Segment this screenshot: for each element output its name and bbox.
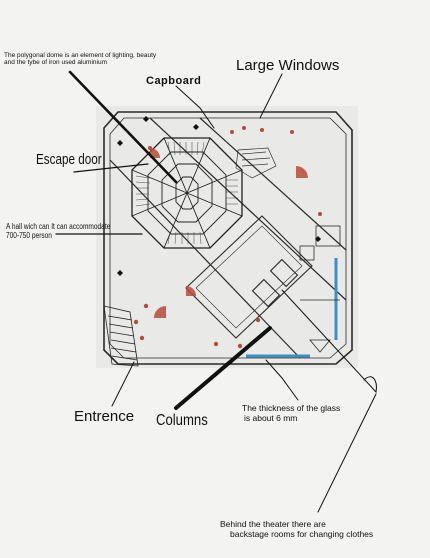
diagonal-hall-walls	[109, 117, 347, 359]
dome-annotation: The polygonal dome is an element of ligh…	[4, 52, 156, 67]
leader-backstage	[281, 289, 377, 394]
leader-capboard	[175, 85, 215, 129]
capboard-label: Capboard	[146, 75, 202, 87]
backstage-annotation: Behind the theater there are backstage r…	[220, 520, 384, 540]
dome-annotation-line1: The polygonal dome is an element of ligh…	[4, 52, 157, 59]
hall-capacity-annotation: A hall wich can It can accommodate 700-7…	[6, 222, 110, 240]
leader-windows	[259, 73, 283, 119]
polygonal-dome	[131, 137, 243, 249]
leader-backstage-lower	[317, 393, 377, 513]
escape-door-label: Escape door	[36, 151, 102, 168]
stage-block	[185, 215, 313, 339]
hall-annotation-line1: A hall wich can It can accommodate	[6, 222, 111, 231]
large-windows-label: Large Windows	[236, 57, 340, 74]
entrance-steps	[103, 305, 139, 367]
hall-annotation-line2: 700-750 person	[6, 231, 52, 241]
glass-annotation-line1: The thickness of the glass	[242, 403, 341, 413]
leader-glass	[265, 359, 299, 401]
leader-dome	[68, 70, 178, 184]
right-rooms	[299, 225, 341, 353]
backstage-annotation-line2: backstage rooms for changing clothes	[230, 528, 374, 539]
glass-thickness-annotation: The thickness of the glass is about 6 mm	[242, 403, 341, 424]
column-dots	[133, 126, 322, 349]
upper-hatched-block	[235, 147, 277, 179]
dome-annotation-line2: and the tybe of iron used aluminium	[4, 59, 107, 67]
plan-photo-background	[96, 106, 358, 368]
entrence-label: Entrence	[74, 408, 135, 425]
outer-wall	[103, 111, 353, 365]
leader-lines	[55, 70, 377, 513]
glass-annotation-line2: is about 6 mm	[244, 412, 298, 423]
glass-walls	[246, 258, 338, 358]
dome-hatching	[135, 141, 238, 245]
door-swings	[150, 148, 308, 318]
columns-label: Columns	[156, 412, 208, 429]
column-markers	[117, 116, 321, 276]
leader-entrence	[111, 361, 135, 407]
leader-columns	[174, 326, 272, 410]
backstage-annotation-line1: Behind the theater there are	[220, 520, 326, 529]
leader-escape	[73, 163, 149, 173]
